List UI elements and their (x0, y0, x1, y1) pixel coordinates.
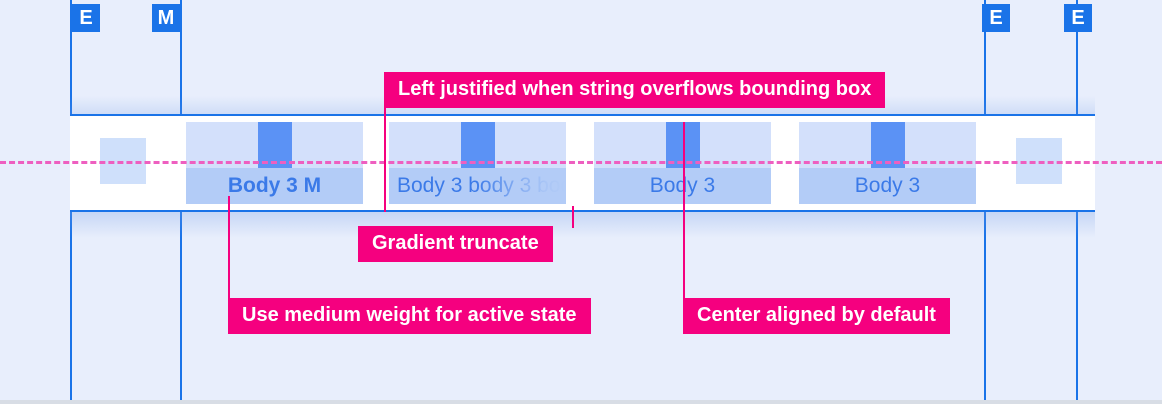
cell-icon-band (594, 122, 771, 168)
marker-e-right-outer: E (1064, 4, 1092, 32)
annotation-gradient-truncate: Gradient truncate (358, 226, 553, 262)
leader-center-aligned (683, 122, 685, 298)
leader-gradient-truncate (572, 206, 574, 228)
marker-m-left-inner: M (152, 4, 180, 32)
panel-shadow-bottom (70, 212, 1095, 238)
cell-body3-plain[interactable]: Body 3 (799, 122, 976, 204)
cell-label-band: Body 3 (799, 168, 976, 204)
canvas-bottom-edge (0, 400, 1162, 404)
cell-body3-medium[interactable]: Body 3 M (186, 122, 363, 204)
marker-e-right-inner: E (982, 4, 1010, 32)
cell-body3-center-guide[interactable]: Body 3 (594, 122, 771, 204)
vertical-center-guide (0, 161, 1162, 164)
cell-label-text: Body 3 body 3 body 3 body 3 (397, 174, 566, 197)
annotation-medium-weight: Use medium weight for active state (228, 298, 591, 334)
cell-icon-band (389, 122, 566, 168)
cell-label-band: Body 3 (594, 168, 771, 204)
cell-label-text: Body 3 M (227, 174, 322, 197)
leader-medium-weight (228, 196, 230, 298)
glyph-placeholder-icon (665, 122, 700, 168)
cell-icon-band (186, 122, 363, 168)
glyph-placeholder-icon (257, 122, 292, 168)
cell-body3-overflow[interactable]: Body 3 body 3 body 3 body 3 (389, 122, 566, 204)
glyph-placeholder-icon (460, 122, 495, 168)
marker-e-left-outer: E (72, 4, 100, 32)
cell-icon-band (799, 122, 976, 168)
annotation-center-aligned: Center aligned by default (683, 298, 950, 334)
cell-label-band: Body 3 body 3 body 3 body 3 (389, 168, 566, 204)
annotation-left-justified: Left justified when string overflows bou… (384, 72, 886, 108)
cell-label-text: Body 3 (854, 174, 921, 197)
leader-left-justified (384, 72, 386, 212)
cell-label-band: Body 3 M (186, 168, 363, 204)
cell-label-text: Body 3 (649, 174, 716, 197)
glyph-placeholder-icon (870, 122, 905, 168)
